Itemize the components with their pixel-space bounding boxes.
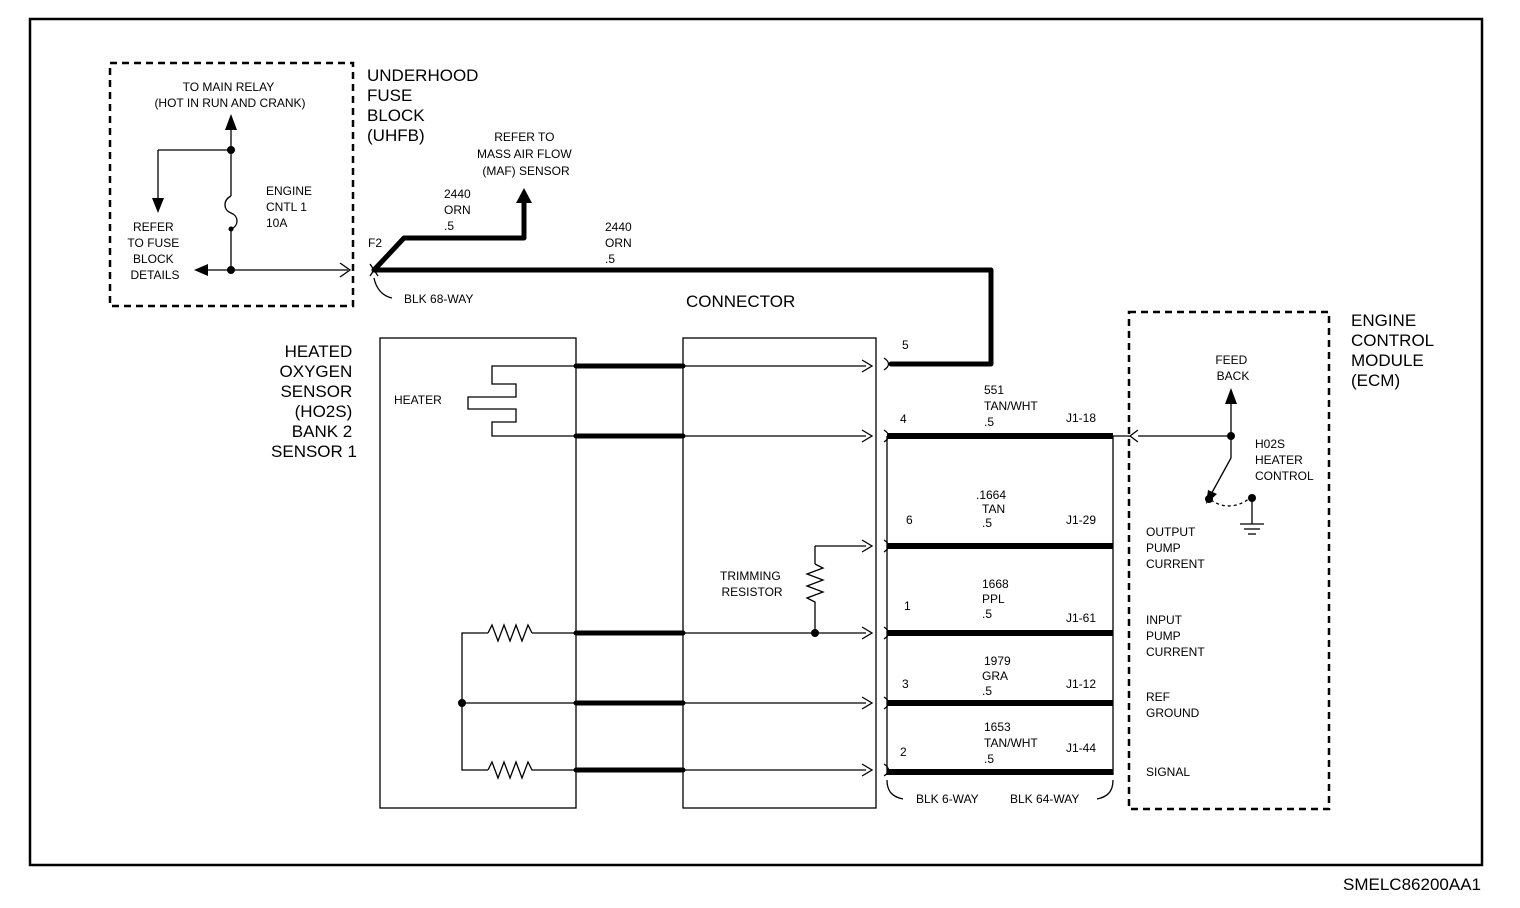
pin-1: 1 xyxy=(904,599,911,613)
ground-icon xyxy=(1240,523,1264,535)
diagram-frame xyxy=(28,17,1484,867)
heater-label: HEATER xyxy=(394,393,442,407)
wire-label-1653: 1653 TAN/WHT .5 xyxy=(984,720,1041,766)
f2-terminal-label: F2 xyxy=(368,236,382,250)
fuse-details-arrow-icon xyxy=(152,198,164,213)
pin-arrow-icon xyxy=(861,359,874,777)
wire-label-1664: .1664 TAN .5 xyxy=(976,488,1009,530)
sensor-box xyxy=(379,337,577,809)
fuse-icon xyxy=(224,195,238,230)
pin-3: 3 xyxy=(902,677,909,691)
heater-control-label: H02S HEATER CONTROL xyxy=(1255,437,1314,483)
wire-label-1979: 1979 GRA .5 xyxy=(982,654,1014,698)
fuse-label: ENGINE CNTL 1 10A xyxy=(266,184,315,230)
blk-68-way-label: BLK 68-WAY xyxy=(404,292,473,306)
heater-icon xyxy=(467,365,576,437)
refer-fuse-details: REFER TO FUSE BLOCK DETAILS xyxy=(127,220,182,282)
sensor-title: HEATED OXYGEN SENSOR (HO2S) BANK 2 SENSO… xyxy=(271,342,357,461)
ecm-pin-j1-18: J1-18 xyxy=(1066,411,1096,425)
pin-5: 5 xyxy=(902,338,909,352)
ecm-pin-j1-61: J1-61 xyxy=(1066,611,1096,625)
ecm-outline xyxy=(1127,310,1331,811)
figure-id: SMELC86200AA1 xyxy=(1343,875,1481,894)
resistor-upper-icon xyxy=(487,623,533,643)
input-pump-label: INPUT PUMP CURRENT xyxy=(1146,613,1205,659)
fuse-block-title: UNDERHOOD FUSE BLOCK (UHFB) xyxy=(367,66,483,145)
feed-wire-2440: REFER TO MASS AIR FLOW (MAF) SENSOR 2440… xyxy=(371,130,994,367)
pin-6: 6 xyxy=(906,513,913,527)
pin-2: 2 xyxy=(900,745,907,759)
underhood-fuse-block: UNDERHOOD FUSE BLOCK (UHFB) TO MAIN RELA… xyxy=(108,61,483,308)
trimming-resistor-label: TRIMMING RESISTOR xyxy=(720,569,784,599)
engine-control-module: ENGINE CONTROL MODULE (ECM) FEED BACK H0… xyxy=(1127,310,1438,811)
f2-terminal-icon xyxy=(339,262,352,278)
pin-4: 4 xyxy=(900,412,907,426)
connector-title: CONNECTOR xyxy=(686,292,795,311)
ecm-input-arrow-icon xyxy=(1128,429,1139,443)
maf-note: REFER TO MASS AIR FLOW (MAF) SENSOR xyxy=(477,130,575,178)
ecm-title: ENGINE CONTROL MODULE (ECM) xyxy=(1351,311,1438,390)
maf-arrow-icon xyxy=(516,188,532,203)
resistor-lower-icon xyxy=(487,760,576,780)
feedback-arrow-icon xyxy=(1225,388,1237,404)
circuit-harness: 5 4 6 1 3 2 551 TAN/WHT .5 .1664 TAN .5 … xyxy=(883,338,1139,806)
left-arrow-icon xyxy=(194,264,208,276)
blk-64-way-label: BLK 64-WAY xyxy=(1010,792,1079,806)
wire-label-1668: 1668 PPL .5 xyxy=(982,577,1012,621)
ref-ground-label: REF GROUND xyxy=(1146,690,1200,720)
ecm-pin-j1-12: J1-12 xyxy=(1066,677,1096,691)
output-pump-label: OUTPUT PUMP CURRENT xyxy=(1146,525,1205,571)
relay-arrow-icon xyxy=(225,114,237,130)
maf-wire-label: 2440 ORN .5 xyxy=(444,187,474,233)
trimming-resistor-icon xyxy=(805,563,825,633)
blk-6-way-label: BLK 6-WAY xyxy=(916,792,979,806)
connector-box xyxy=(682,337,877,809)
main-wire-label: 2440 ORN .5 xyxy=(605,220,635,266)
ecm-pin-j1-44: J1-44 xyxy=(1066,741,1096,755)
feedback-label: FEED BACK xyxy=(1215,353,1250,383)
heater-switch-icon xyxy=(1208,457,1232,499)
relay-note: TO MAIN RELAY (HOT IN RUN AND CRANK) xyxy=(154,80,305,110)
signal-label: SIGNAL xyxy=(1146,765,1190,779)
ecm-pin-j1-29: J1-29 xyxy=(1066,513,1096,527)
fuse-block-outline xyxy=(108,61,355,308)
oxygen-sensor: HEATED OXYGEN SENSOR (HO2S) BANK 2 SENSO… xyxy=(271,337,577,809)
wire-label-551: 551 TAN/WHT .5 xyxy=(984,383,1041,429)
inline-connector: CONNECTOR TRIMMING RESISTOR xyxy=(573,292,877,809)
